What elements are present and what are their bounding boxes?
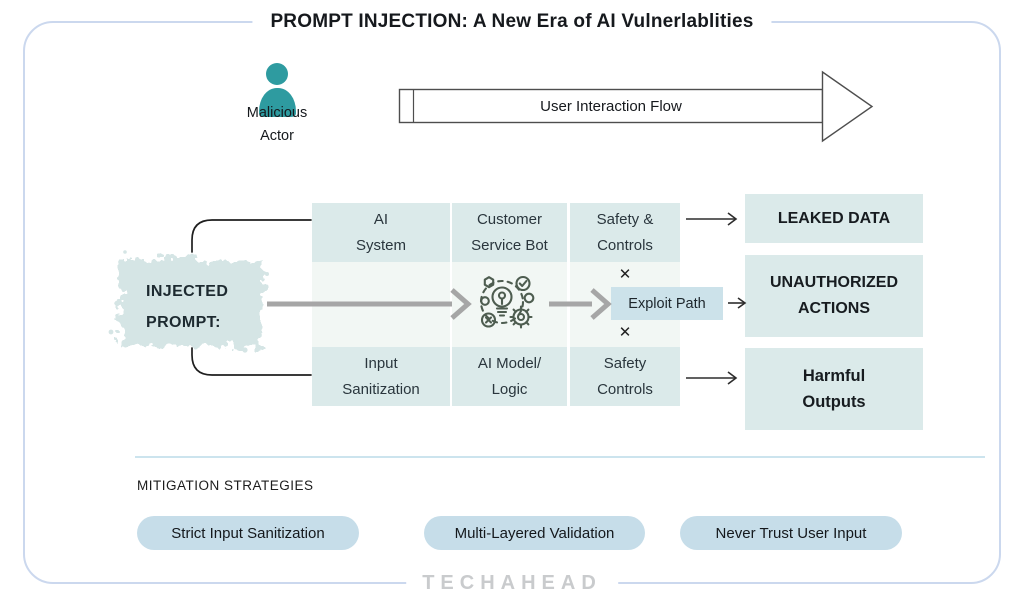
- injected-prompt-splash: [108, 250, 269, 353]
- malicious-actor-icon-body: [259, 88, 296, 117]
- ai-processing-gears-icon: [479, 275, 535, 329]
- user-interaction-flow-arrow: [398, 70, 874, 143]
- malicious-actor-icon: [266, 63, 288, 85]
- pill-strict-input-sanitization: Strict Input Sanitization: [137, 516, 359, 550]
- x-mark-top: ✕: [618, 266, 632, 283]
- pill-multi-layered-validation: Multi-Layered Validation: [424, 516, 645, 550]
- outcome-unauthorized-actions: UNAUTHORIZED ACTIONS: [745, 255, 923, 337]
- exploit-path-box: Exploit Path: [611, 287, 723, 320]
- x-mark-bottom: ✕: [618, 324, 632, 341]
- user-interaction-flow-label: User Interaction Flow: [540, 98, 682, 115]
- box-input-sanitization: Input Sanitization: [312, 347, 450, 406]
- section-divider: [135, 456, 985, 458]
- outcome-harmful-outputs: Harmful Outputs: [745, 348, 923, 430]
- pill-never-trust-user-input: Never Trust User Input: [680, 516, 902, 550]
- box-customer-service-bot: Customer Service Bot: [452, 203, 567, 262]
- box-safety-controls: Safety Controls: [570, 347, 680, 406]
- techahead-logo: TECHAHEAD: [406, 572, 618, 595]
- outcome-leaked-data: LEAKED DATA: [745, 194, 923, 243]
- box-ai-system: AI System: [312, 203, 450, 262]
- injected-prompt-label: INJECTED PROMPT:: [146, 283, 229, 332]
- page-title: PROMPT INJECTION: A New Era of AI Vulner…: [252, 11, 772, 33]
- malicious-actor-label: Malicious Actor: [246, 105, 308, 145]
- box-safety-and-controls: Safety & Controls: [570, 203, 680, 262]
- box-ai-model-logic: AI Model/ Logic: [452, 347, 567, 406]
- mitigation-heading: MITIGATION STRATEGIES: [137, 478, 314, 493]
